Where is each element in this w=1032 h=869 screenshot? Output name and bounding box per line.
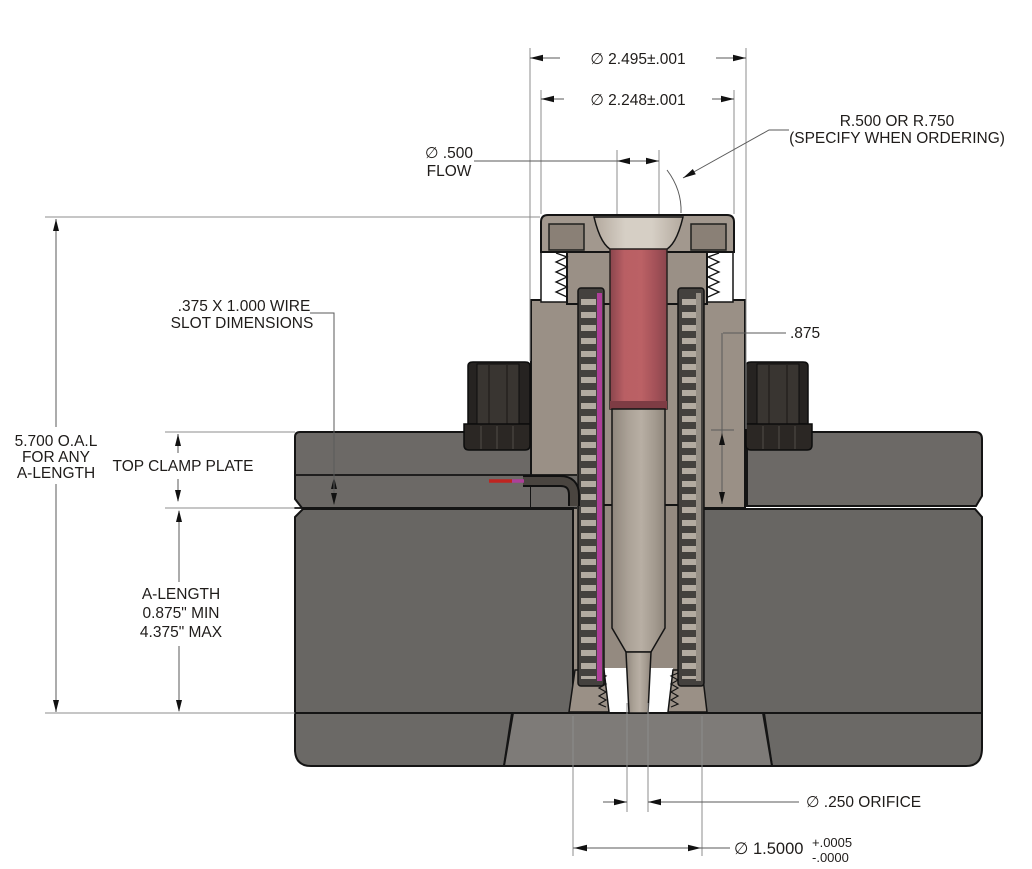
light-liner-strip <box>696 293 701 681</box>
arrowhead <box>176 510 182 522</box>
left-bottom-piece <box>294 712 514 767</box>
arrowhead <box>688 844 701 852</box>
top-pocket-right <box>690 223 727 251</box>
arrowhead <box>683 169 696 178</box>
wire-slot-note-line2: SLOT DIMENSIONS <box>171 315 314 332</box>
center-pin <box>611 408 666 653</box>
thread-clearance-right <box>706 251 734 303</box>
dim-bore-tol-plus: +.0005 <box>812 835 852 850</box>
arrowhead <box>541 95 554 103</box>
thermocouple-wire <box>489 475 580 506</box>
arrowhead <box>719 433 725 445</box>
wire-conduit <box>523 477 578 506</box>
right-nut-inner <box>756 363 800 425</box>
dim-text-mask <box>560 47 716 68</box>
thread-clearance-left <box>540 251 568 303</box>
wire-slot-note-line1: .375 X 1.000 WIRE <box>178 298 311 315</box>
dim-alength-line2: 0.875" MIN <box>142 605 219 622</box>
radius-arc <box>666 169 682 214</box>
left-nut-inner <box>476 363 520 425</box>
dim-oal-line1: 5.700 O.A.L <box>15 433 98 450</box>
center-pin-tip <box>625 651 652 714</box>
top-pocket-left <box>548 223 585 251</box>
arrowhead <box>175 434 181 446</box>
arrowhead <box>53 219 59 231</box>
left-lower-block <box>294 508 574 714</box>
annotations: ∅ 2.495±.001 ∅ 2.248±.001 ∅ .500 FLOW R.… <box>15 47 1005 865</box>
thread-left-icon <box>554 252 569 298</box>
wire-coil-segments-right <box>682 295 696 679</box>
dim-alength-line1: A-LENGTH <box>142 586 220 603</box>
radius-leader <box>682 129 789 179</box>
dim-875-label: .875 <box>790 325 820 342</box>
core-and-pin <box>609 248 668 714</box>
inlet-funnel <box>593 216 684 252</box>
dim-flow-dia-label: ∅ .500 <box>425 145 473 162</box>
arrowhead <box>733 54 746 62</box>
arrowhead <box>617 157 630 165</box>
arrowhead <box>176 700 182 712</box>
right-lower-block <box>701 508 983 714</box>
radius-note-line1: R.500 OR R.750 <box>840 113 955 130</box>
dim-text-mask <box>564 88 712 109</box>
heater-core-bottom-band <box>610 401 667 409</box>
dim-orifice-label: ∅ .250 ORIFICE <box>806 794 921 811</box>
arrowhead <box>175 490 181 502</box>
dim-od-outer-label: ∅ 2.495±.001 <box>590 51 685 68</box>
arrowhead <box>574 844 587 852</box>
arrowhead <box>646 157 659 165</box>
dim-od-inner-label: ∅ 2.248±.001 <box>590 92 685 109</box>
clamp-nuts <box>463 361 813 451</box>
arrowhead <box>719 492 725 504</box>
radius-note-line2: (SPECIFY WHEN ORDERING) <box>789 130 1005 147</box>
dim-oal-line2: FOR ANY <box>22 449 90 466</box>
wire-slot-leader <box>310 312 335 477</box>
arrowhead <box>530 54 543 62</box>
dim-oal-line3: A-LENGTH <box>17 465 95 482</box>
top-clamp-plate-label: TOP CLAMP PLATE <box>113 458 254 475</box>
clamp-blocks <box>294 431 983 767</box>
bottom-die-base <box>502 712 774 767</box>
wire-channels <box>577 287 705 687</box>
arrowhead <box>614 798 627 806</box>
thread-right-icon <box>706 252 721 298</box>
wire-coil-segments-left <box>581 295 596 679</box>
arrowhead <box>648 798 661 806</box>
arrowhead <box>721 95 734 103</box>
magenta-sensor-strip <box>597 293 602 681</box>
dim-bore-label: ∅ 1.5000 <box>734 840 803 858</box>
collet-thread-right-icon <box>669 672 680 708</box>
right-bottom-piece <box>762 712 983 767</box>
dim-bore-tol-minus: -.0000 <box>812 850 849 865</box>
heater-core <box>609 248 668 410</box>
dim-alength-line3: 4.375" MAX <box>140 624 223 641</box>
dim-flow-word-label: FLOW <box>427 163 472 180</box>
arrowhead <box>331 493 337 505</box>
arrowhead <box>53 700 59 712</box>
